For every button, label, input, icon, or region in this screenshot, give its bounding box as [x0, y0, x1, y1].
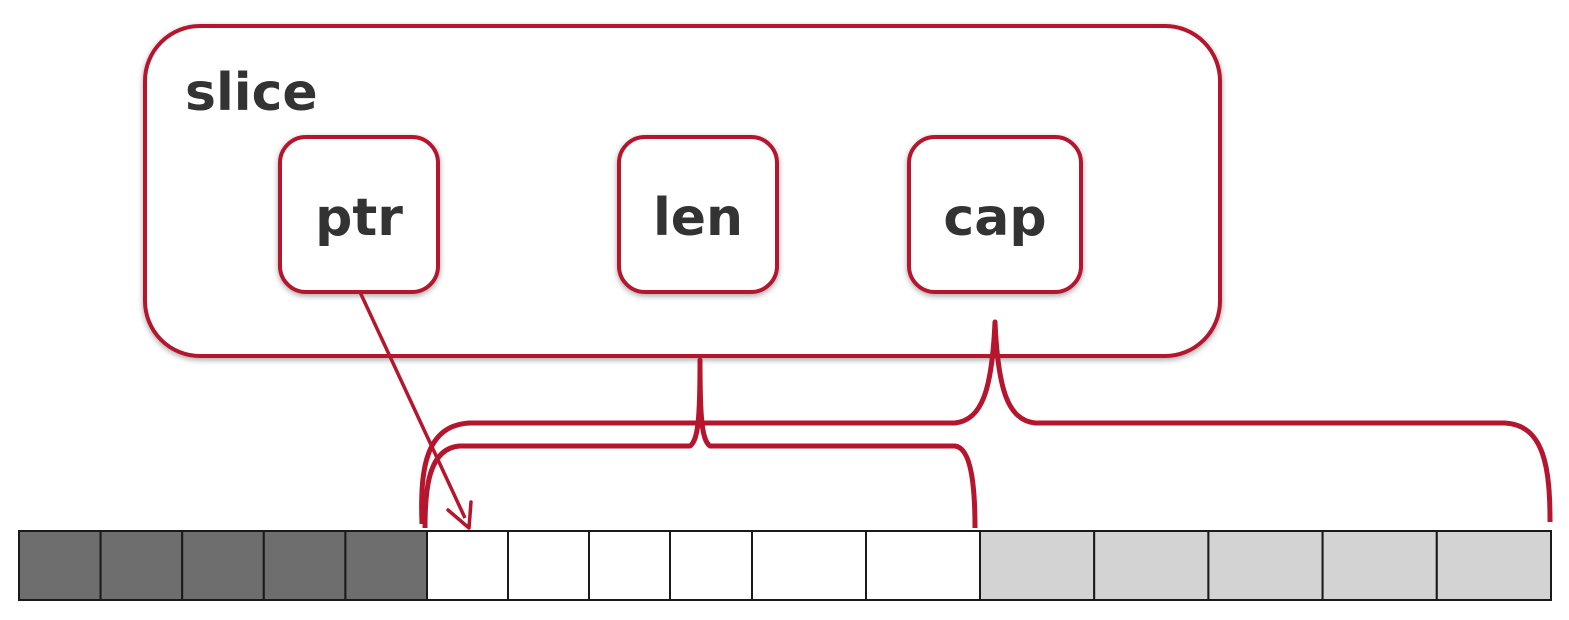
array-cell-in-len [507, 530, 590, 601]
array-cell-before-slice [181, 530, 265, 601]
ptr-arrow-head [446, 500, 473, 530]
array-cell-in-cap-beyond-len [1207, 530, 1324, 601]
field-cap-box [907, 135, 1083, 294]
array-cell-before-slice [344, 530, 428, 601]
field-len-box [617, 135, 779, 294]
field-cap-label: cap [943, 188, 1046, 248]
array-cell-in-len [751, 530, 867, 601]
array-cell-before-slice [18, 530, 102, 601]
field-ptr: ptr [278, 135, 440, 294]
array-cell-in-len [588, 530, 671, 601]
ptr-arrow [358, 291, 473, 530]
array-cell-in-cap-beyond-len [1093, 530, 1210, 601]
array-cell-in-len [865, 530, 981, 601]
field-len-label: len [653, 188, 743, 248]
array-cell-in-cap-beyond-len [1435, 530, 1553, 601]
len-brace [422, 357, 978, 529]
array-cell-before-slice [262, 530, 347, 601]
field-cap: cap [907, 135, 1083, 294]
array-cell-in-len [426, 530, 509, 601]
array-cell-in-cap-beyond-len [979, 530, 1096, 601]
field-len: len [617, 135, 779, 294]
ptr-arrow-line [358, 291, 467, 519]
field-ptr-label: ptr [315, 188, 403, 248]
slice-title: slice [185, 63, 318, 123]
array-cell-in-len [669, 530, 753, 601]
field-ptr-box [278, 135, 440, 294]
array-cell-before-slice [99, 530, 184, 601]
array-cell-in-cap-beyond-len [1321, 530, 1438, 601]
backing-array [18, 530, 1553, 601]
cap-brace [419, 319, 1553, 525]
